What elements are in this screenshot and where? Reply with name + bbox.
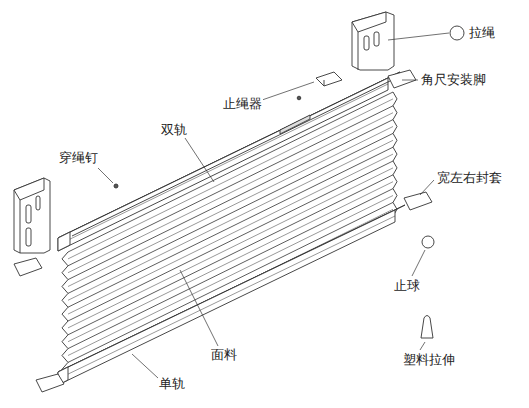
part-label: 单轨 bbox=[158, 376, 186, 392]
part-label: 穿绳钉 bbox=[58, 150, 99, 166]
end-cap bbox=[36, 374, 64, 392]
part-label: 止球 bbox=[393, 278, 421, 294]
part-label: 拉绳 bbox=[468, 25, 496, 41]
double-rail bbox=[58, 72, 400, 251]
part-label: 止绳器 bbox=[222, 96, 263, 112]
part-label: 角尺安装脚 bbox=[420, 72, 487, 88]
stop-ball bbox=[422, 236, 434, 248]
end-cap bbox=[404, 192, 432, 210]
part-label: 宽左右封套 bbox=[436, 170, 503, 186]
cord-stopper bbox=[316, 72, 342, 86]
end-cap bbox=[14, 258, 42, 276]
cord-ball bbox=[450, 26, 464, 40]
part-label: 塑料拉伸 bbox=[402, 352, 456, 368]
screw bbox=[297, 96, 301, 100]
end-cap bbox=[388, 70, 416, 88]
part-label: 面料 bbox=[210, 347, 238, 363]
part-label: 双轨 bbox=[160, 122, 188, 138]
cord-pin bbox=[114, 184, 118, 188]
plastic-tassel bbox=[421, 316, 433, 339]
right-bracket bbox=[352, 12, 394, 70]
leader-lines bbox=[98, 33, 449, 378]
single-rail bbox=[58, 205, 405, 385]
left-bracket bbox=[14, 178, 50, 253]
